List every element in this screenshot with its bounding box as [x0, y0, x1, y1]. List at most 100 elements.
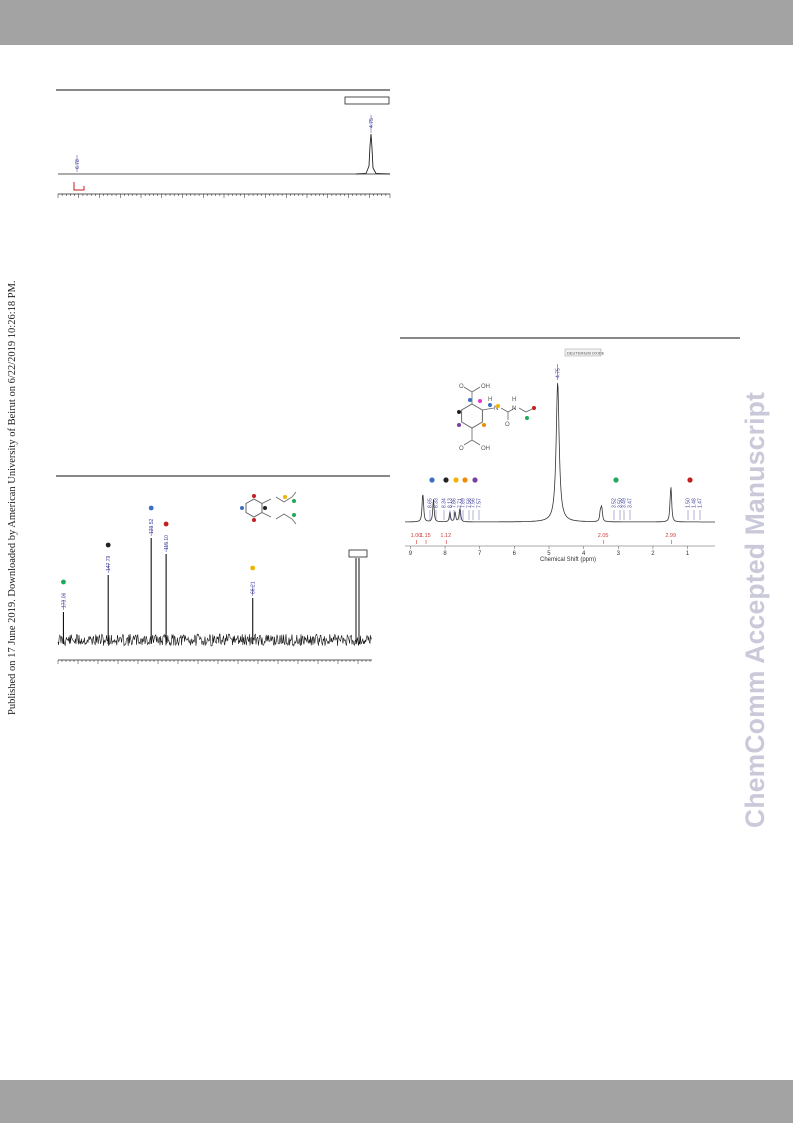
atom-o: O	[459, 384, 464, 390]
baseline-noise	[57, 633, 372, 647]
atom-dot	[252, 518, 256, 522]
h1-integral-label: 2.99	[665, 533, 676, 539]
atom-dot	[488, 403, 492, 407]
atom-oh: OH	[481, 384, 490, 390]
x-tick-label: 8	[443, 551, 447, 557]
h1-peak-label: 3.49	[622, 498, 628, 508]
atom-n: N	[512, 406, 516, 412]
spectrum-h1: DEUTERIUM OXIDE O OH O OH H N O H N 4.75…	[400, 337, 740, 563]
atom-dot	[532, 406, 536, 410]
peak-label-4.75: 4.75	[369, 118, 375, 128]
bond	[471, 386, 481, 393]
atom-o: O	[459, 446, 464, 452]
benzene-ring	[461, 403, 483, 429]
atom-dot	[478, 399, 482, 403]
c13-peak-label: 123.52	[149, 518, 155, 534]
h1-peak-label: 8.34	[442, 498, 448, 508]
bond	[482, 407, 495, 411]
h1-integral-label: 2.05	[598, 533, 609, 539]
h1-integral-label: 1.00	[411, 533, 422, 539]
atom-h: H	[488, 397, 492, 403]
h1-peak-label: 3.47	[628, 498, 634, 508]
ring-bond	[261, 512, 272, 518]
c13-peak-label: 147.79	[106, 555, 112, 571]
h1-peak-label: 7.71	[458, 498, 464, 508]
atom-dot	[457, 423, 461, 427]
h1-peak-dot	[613, 477, 619, 483]
integral-mark	[73, 182, 85, 191]
solvent-peak-line	[355, 133, 391, 175]
bond	[463, 439, 473, 446]
c13-peak-dot	[148, 505, 154, 511]
x-tick-label: 6	[513, 551, 517, 557]
solvent-tag-box	[564, 348, 602, 357]
bond	[471, 439, 481, 446]
h1-peak-dot	[462, 477, 468, 483]
x-tick-label: 3	[617, 551, 621, 557]
atom-dot	[283, 495, 287, 499]
x-tick-label: 7	[478, 551, 482, 557]
atom-h: H	[512, 397, 516, 403]
x-tick-label: 5	[547, 551, 551, 557]
publication-note: Published on 17 June 2019. Downloaded by…	[7, 280, 18, 715]
h1-peak-dot	[453, 477, 459, 483]
atom-dot	[482, 423, 486, 427]
bond	[463, 386, 473, 393]
h1-trace	[405, 383, 715, 523]
solvent-peak-label: 4.75	[556, 368, 562, 378]
c13-peak-dot	[61, 579, 66, 585]
solvent-tag-box	[344, 96, 390, 105]
atom-dot	[525, 416, 529, 420]
x-axis-ticks	[57, 660, 371, 664]
benzene-ring	[245, 498, 263, 518]
x-axis-label: Chemical Shift (ppm)	[540, 557, 596, 563]
h1-integral-label: 1.15	[420, 533, 431, 539]
ethyl-chain	[518, 407, 535, 413]
atom-dot	[252, 494, 256, 498]
h1-peak-label: 1.47	[698, 498, 704, 508]
x-tick-label: 1	[686, 551, 690, 557]
atom-oh: OH	[481, 446, 490, 452]
h1-peak-label: 7.57	[477, 498, 483, 508]
c13-peak-dot	[250, 565, 256, 571]
footer-band	[0, 1080, 793, 1123]
h1-peak-label: 8.65	[428, 498, 434, 508]
structure-h1: O OH O OH H N O H N	[457, 384, 536, 452]
side-chain	[275, 513, 297, 525]
c13-peak-label: 66.21	[251, 581, 257, 594]
peak-label-6.78: 6.78	[75, 159, 81, 169]
atom-dot	[263, 506, 267, 510]
x-tick-label: 9	[409, 551, 413, 557]
solvent-tag: DEUTERIUM OXIDE	[567, 351, 605, 356]
atom-dot	[240, 506, 244, 510]
h1-peak-label: 1.50	[686, 498, 692, 508]
structure-c13	[240, 491, 297, 525]
atom-dot	[496, 404, 500, 408]
h1-peak-label: 7.56	[471, 498, 477, 508]
spectrum-top: 6.78 4.75	[56, 89, 391, 198]
atom-dot	[292, 499, 296, 503]
h1-peak-label: 8.33	[434, 498, 440, 508]
h1-peak-label: 7.86	[452, 498, 458, 508]
side-chain	[275, 491, 297, 503]
atom-dot	[468, 398, 472, 402]
h1-peak-dot	[472, 477, 478, 483]
atom-o: O	[505, 422, 510, 428]
c13-peak-label: 115.10	[164, 535, 170, 550]
x-axis-ticks	[57, 194, 391, 198]
ring-bond	[261, 498, 272, 504]
h1-peak-dot	[687, 477, 693, 483]
h1-peak-label: 7.58	[467, 498, 473, 508]
h1-peak-dot	[443, 477, 449, 483]
h1-peak-label: 3.52	[612, 498, 618, 508]
h1-peak-label: 8.13	[448, 498, 454, 508]
header-band	[0, 0, 793, 45]
h1-peak-label: 7.89	[461, 498, 467, 508]
h1-peak-label: 3.50	[618, 498, 624, 508]
solvent-tag-box	[348, 549, 368, 558]
